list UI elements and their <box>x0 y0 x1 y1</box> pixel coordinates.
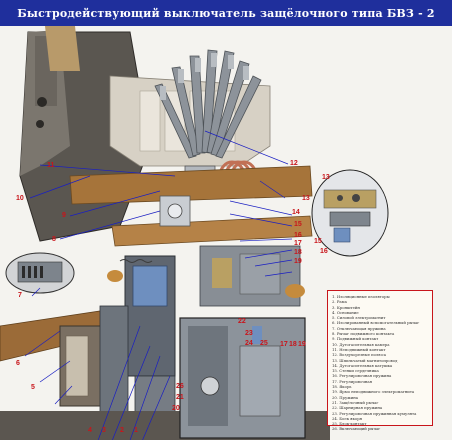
callout-16: 16 <box>294 232 302 239</box>
pole-blades <box>154 49 262 159</box>
callout-7: 7 <box>18 292 22 299</box>
callout-15: 15 <box>294 221 302 228</box>
blade-tips <box>160 53 249 100</box>
legend-item: 11. Неподвижный контакт <box>332 346 386 352</box>
legend-item: 19. Ярмо неподвижного электромагнита <box>332 389 415 395</box>
terminal-nut-1 <box>107 270 123 282</box>
callout-5: 5 <box>31 384 35 391</box>
callout-20: 20 <box>172 405 180 412</box>
legend: 1. Изоляционные изоляторы 2. Рама 3. Кро… <box>327 290 433 431</box>
legend-item: 3. Кронштейн <box>332 304 360 310</box>
inset-callout-22: 22 <box>238 318 246 325</box>
legend-item: 25. Блок-контакт <box>332 421 367 427</box>
legend-item: 4. Основание <box>332 309 359 315</box>
legend-item: 13. Шпильчатый магнитопровод <box>332 357 398 363</box>
housing-bolt-1 <box>37 97 47 107</box>
magnet-coil-face <box>65 335 89 397</box>
contact-inset: 13 15 16 <box>310 168 390 258</box>
wooden-crossbar <box>69 165 313 205</box>
latch-inset-armature <box>239 345 281 417</box>
legend-item: 12. Воздухорезные полюса <box>332 352 387 358</box>
leader-lines <box>24 130 293 440</box>
legend-item: 21. Защёлочный рычаг <box>332 399 379 405</box>
legend-item: 23. Регулировочная пружинная кумулята <box>332 410 417 416</box>
arc-chute-top <box>45 26 80 71</box>
tripping-spring <box>119 259 153 263</box>
callout-6: 6 <box>16 360 20 367</box>
latch-inset-pivot <box>200 376 220 396</box>
latch-inset-blue-part <box>252 326 262 344</box>
latch-inset-lever <box>188 326 228 426</box>
callout-12: 12 <box>290 160 298 167</box>
legend-item: 6. Изолированный вспомогательный рычаг <box>332 320 420 326</box>
callout-26: 26 <box>176 383 184 390</box>
callout-17: 17 <box>294 240 302 247</box>
legend-item: 1. Изоляционные изоляторы <box>332 294 390 299</box>
callout-9: 9 <box>62 212 66 219</box>
callout-3: 3 <box>102 427 106 434</box>
legend-item: 26. Включающий рычаг <box>332 426 381 432</box>
magnet-yoke <box>239 253 281 295</box>
callout-10: 10 <box>16 195 24 202</box>
inset-callout-18: 18 <box>289 341 297 348</box>
bracket-post <box>99 305 129 417</box>
callout-18: 18 <box>294 249 302 256</box>
legend-item: 22. Шарнирная пружина <box>332 405 383 411</box>
inset-callout-23: 23 <box>245 330 253 337</box>
callout-2: 2 <box>120 427 124 434</box>
legend-item: 14. Дугогасительная катушка <box>332 362 393 368</box>
legend-item: 17. Регулировочная <box>332 378 373 384</box>
legend-item: 20. Пружина <box>332 394 359 400</box>
legend-item: 10. Дугогасительная камера <box>332 341 390 347</box>
legend-item: 5. Силовой электромагнит <box>332 315 386 321</box>
terminal-nut-2 <box>285 284 305 298</box>
inset-callout-16: 16 <box>320 248 328 255</box>
legend-item: 24. Боек якоря <box>332 415 363 421</box>
inset-callout-15: 15 <box>314 238 322 245</box>
callout-14: 14 <box>292 209 300 216</box>
callout-4: 4 <box>88 427 92 434</box>
legend-item: 16. Регулировочная пружина <box>332 373 392 379</box>
poster-title: Быстродействующий выключатель защёлочног… <box>0 0 452 26</box>
spring-inset-coils <box>22 266 43 278</box>
contact-inset-drawing <box>311 169 389 257</box>
contact-pivot <box>167 203 183 219</box>
inset-callout-17: 17 <box>280 341 288 348</box>
inset-callout-24: 24 <box>245 340 253 347</box>
callout-21: 21 <box>176 394 184 401</box>
latch-block <box>132 265 168 307</box>
legend-item: 9. Подвижный контакт <box>332 336 379 342</box>
breaker-illustration <box>0 26 452 440</box>
legend-item: 7. Отключающая пружина <box>332 325 386 331</box>
legend-item: 8. Рычаг подвижного контакта <box>332 331 395 337</box>
armature <box>212 258 232 288</box>
callout-11: 11 <box>47 162 55 169</box>
inset-callout-25: 25 <box>260 340 268 347</box>
inset-callout-19: 19 <box>298 341 306 348</box>
callout-13: 13 <box>302 195 310 202</box>
housing-bolt-2 <box>36 120 44 128</box>
inset-callout-13: 13 <box>322 174 330 181</box>
legend-item: 18. Якорь <box>332 384 352 390</box>
chute-window-1 <box>139 90 161 152</box>
legend-item: 2. Рама <box>332 299 347 305</box>
callout-1: 1 <box>134 427 138 434</box>
legend-item: 15. Стенки сердечника <box>332 368 379 374</box>
callout-19: 19 <box>294 258 302 265</box>
callout-8: 8 <box>52 236 56 243</box>
